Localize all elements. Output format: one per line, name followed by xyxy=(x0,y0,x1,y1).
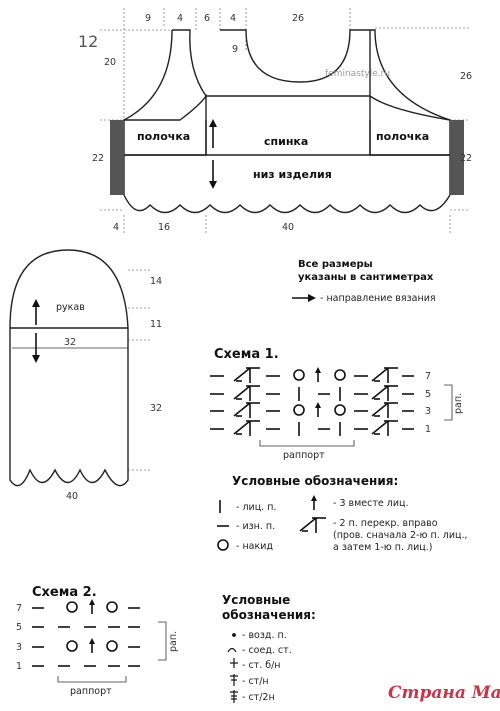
s2-row-7: 7 xyxy=(16,603,22,614)
legend2-symbols xyxy=(227,633,238,703)
legend-cross-1: - 2 п. перекр. вправо xyxy=(333,518,438,529)
dim-neck: 9 xyxy=(232,44,238,55)
watermark: feminastyle.ru xyxy=(325,69,390,79)
legend1-title: Условные обозначения: xyxy=(232,474,398,488)
arrow-down-icon xyxy=(209,160,217,189)
sleeve-dim-14: 14 xyxy=(150,276,162,287)
sleeve-dim-32: 32 xyxy=(150,403,162,414)
label-back: спинка xyxy=(264,135,308,148)
scheme1-title: Схема 1. xyxy=(214,347,279,362)
s2-rap: рап. xyxy=(168,631,179,652)
arrow-up-icon xyxy=(32,299,40,325)
dim-left-1: 20 xyxy=(104,57,116,68)
s1-repeat: раппорт xyxy=(283,450,325,461)
label-right-front: полочка xyxy=(376,130,429,143)
sleeve-width: 32 xyxy=(64,337,76,348)
note-line-1: Все размеры xyxy=(298,259,373,270)
legend2-title-2: обозначения: xyxy=(222,608,316,622)
legend-tr: - ст/2н xyxy=(242,692,275,703)
legend-yo: - накид xyxy=(236,541,273,552)
note-line-2: указаны в сантиметрах xyxy=(298,272,434,283)
label-sleeve: рукав xyxy=(56,302,85,313)
diagram-number: 12 xyxy=(78,32,98,51)
sleeve-dim-11: 11 xyxy=(150,319,162,330)
label-bottom: низ изделия xyxy=(253,168,332,181)
legend-sl: - соед. ст. xyxy=(242,645,292,656)
label-left-front: полочка xyxy=(137,130,190,143)
legend-cross-3: а затем 1-ю п. лиц.) xyxy=(333,542,432,553)
legend-cross-2: (пров. сначала 2-ю п. лиц., xyxy=(333,530,468,541)
s2-row-1: 1 xyxy=(16,661,22,672)
note-direction: - направление вязания xyxy=(320,293,436,304)
arrow-up-icon xyxy=(209,119,217,148)
s2-repeat: раппорт xyxy=(70,686,112,697)
s1-row-5: 5 xyxy=(425,389,431,400)
legend2-title-1: Условные xyxy=(222,593,290,607)
arrow-down-icon xyxy=(32,333,40,363)
arrow-right-icon xyxy=(292,294,316,302)
scheme1-symbols xyxy=(210,367,414,436)
dim-bottom-1: 4 xyxy=(113,222,119,233)
s2-row-3: 3 xyxy=(16,642,22,653)
dim-right-1: 26 xyxy=(460,71,472,82)
s2-row-5: 5 xyxy=(16,622,22,633)
dim-top-3: 6 xyxy=(204,13,210,24)
left-cuff xyxy=(110,120,124,195)
s1-row-7: 7 xyxy=(425,371,431,382)
dim-left-2: 22 xyxy=(92,153,104,164)
legend-k3tog: - 3 вместе лиц. xyxy=(333,498,408,509)
right-cuff xyxy=(450,120,464,195)
legend-sc: - ст. б/н xyxy=(242,660,281,671)
dim-bottom-2: 16 xyxy=(158,222,170,233)
s1-rap: рап. xyxy=(453,393,464,414)
legend-purl: - изн. п. xyxy=(236,521,275,532)
legend-knit: - лиц. п. xyxy=(236,502,276,513)
site-logo[interactable]: Страна Мам xyxy=(388,683,500,703)
dim-bottom-3: 40 xyxy=(282,222,294,233)
body-schematic xyxy=(100,8,470,235)
legend-ch: - возд. п. xyxy=(242,630,287,641)
legend-dc: - ст/н xyxy=(242,676,269,687)
sleeve-schematic xyxy=(9,249,150,487)
dim-right-2: 22 xyxy=(460,153,472,164)
dim-top-1: 9 xyxy=(145,13,151,24)
s1-row-1: 1 xyxy=(425,424,431,435)
legend1-symbols xyxy=(217,495,326,551)
scheme2-title: Схема 2. xyxy=(32,585,97,600)
dim-top-2: 4 xyxy=(177,13,183,24)
dim-top-4: 4 xyxy=(230,13,236,24)
scheme2-symbols xyxy=(32,599,140,667)
sleeve-bottom: 40 xyxy=(66,491,78,502)
dim-top-5: 26 xyxy=(292,13,304,24)
s1-row-3: 3 xyxy=(425,406,431,417)
